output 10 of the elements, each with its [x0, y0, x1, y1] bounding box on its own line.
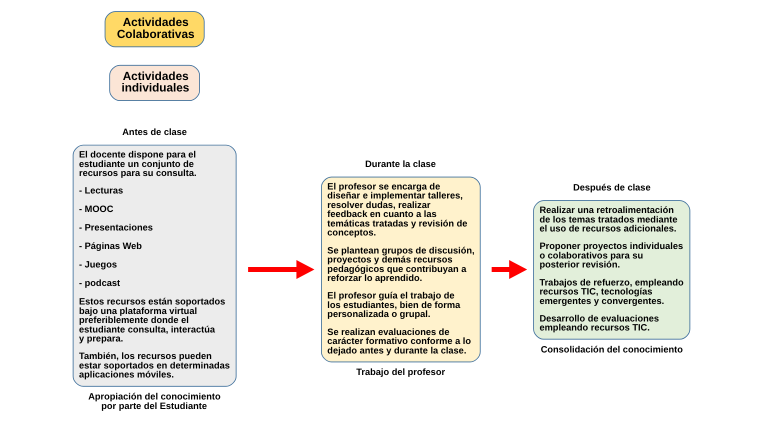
- arrow: [492, 260, 528, 279]
- node-box: Actividades Colaborativas: [104, 11, 205, 48]
- node-label: Antes de clase: [122, 126, 187, 137]
- node-label: Durante la clase: [365, 158, 436, 169]
- node-label: Después de clase: [573, 182, 651, 192]
- node-label: Consolidación del conocimiento: [540, 344, 683, 355]
- node-box: Actividades individuales: [109, 64, 200, 102]
- node-label: Trabajo del profesor: [356, 367, 446, 378]
- arrow: [248, 260, 314, 279]
- node-label: Apropiación del conocimiento por parte del Estudiante: [88, 392, 221, 411]
